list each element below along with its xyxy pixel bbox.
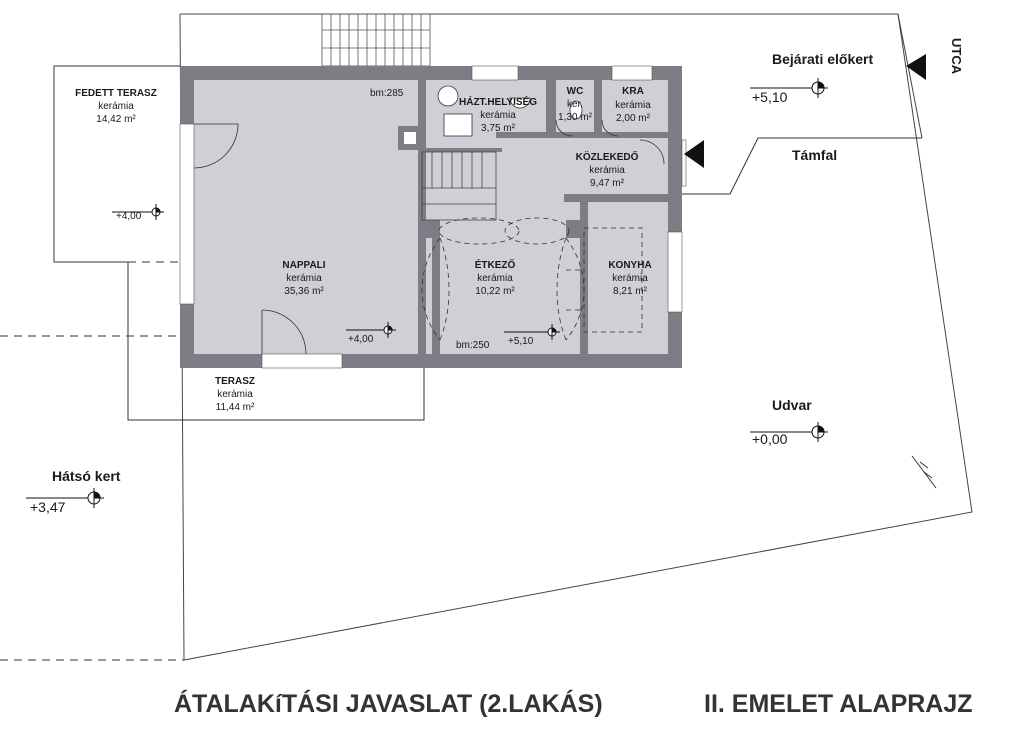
etkezo-name: ÉTKEZŐ: [475, 258, 516, 271]
street-label: UTCA: [949, 38, 964, 75]
etkezo-material: kerámia: [477, 273, 513, 284]
windows: [179, 65, 687, 369]
internal-stairs: [421, 151, 497, 221]
hatso-kert-level: +3,47: [30, 499, 66, 515]
terasz-name: TERASZ: [215, 376, 255, 387]
kozlekedo-name: KÖZLEKEDŐ: [576, 150, 639, 163]
terrace-outline: [127, 262, 425, 421]
kozlekedo-material: kerámia: [589, 165, 625, 176]
fedett-terasz-area: 14,42 m²: [96, 114, 136, 125]
nappali-level: +4,00: [348, 334, 374, 345]
fedett-terasz-material: kerámia: [98, 101, 134, 112]
nappali-material: kerámia: [286, 273, 322, 284]
nappali-ceiling-height: bm:285: [370, 88, 404, 99]
hatso-kert-label: Hátsó kert: [52, 468, 121, 484]
haztartasi-area: 3,75 m²: [481, 123, 516, 134]
title-left: ÁTALAKíTÁSI JAVASLAT (2.LAKÁS): [174, 689, 603, 718]
tamfal-label: Támfal: [792, 147, 837, 163]
kozlekedo-area: 9,47 m²: [590, 178, 625, 189]
kra-name: KRA: [622, 86, 644, 97]
covered-terrace-outline: [53, 65, 180, 263]
udvar-level: +0,00: [752, 431, 788, 447]
site-boundary: [179, 13, 973, 661]
top-stairs: [321, 13, 431, 67]
retaining-wall-line: [682, 137, 922, 195]
fedett-terasz-level: +4,00: [116, 211, 142, 222]
terasz-area: 11,44 m²: [216, 402, 255, 413]
dashed-lines: [0, 261, 184, 661]
etkezo-ceiling-height: bm:250: [456, 340, 490, 351]
wc-name: WC: [567, 86, 584, 97]
wc-area: 1,30 m²: [558, 112, 593, 123]
etkezo-level: +5,10: [508, 336, 534, 347]
haztartasi-name: HÁZT.HELYISÉG: [459, 95, 537, 108]
dashed-arcs: [421, 217, 643, 341]
door-swings: [193, 119, 665, 355]
nappali-name: NAPPALI: [282, 260, 325, 271]
street-arrow-icon: [906, 54, 926, 80]
fedett-terasz-name: FEDETT TERASZ: [75, 88, 157, 99]
konyha-area: 8,21 m²: [613, 286, 648, 297]
konyha-name: KONYHA: [608, 260, 651, 271]
nappali-area: 35,36 m²: [284, 286, 324, 297]
entry-arrow-icon: [684, 140, 704, 168]
bejarati-label: Bejárati előkert: [772, 51, 873, 67]
north-arrow-icon: [911, 455, 937, 489]
chimney: [398, 126, 422, 150]
bejarati-level: +5,10: [752, 89, 788, 105]
wc-material: ker.: [567, 99, 583, 110]
konyha-material: kerámia: [612, 273, 648, 284]
haztartasi-material: kerámia: [480, 110, 516, 121]
etkezo-area: 10,22 m²: [475, 286, 515, 297]
terasz-material: kerámia: [217, 389, 253, 400]
kra-material: kerámia: [615, 100, 651, 111]
title-right: II. EMELET ALAPRAJZ: [704, 690, 973, 718]
udvar-label: Udvar: [772, 397, 812, 413]
level-markers: [26, 78, 828, 508]
laundry-fixtures: [437, 85, 583, 137]
kra-area: 2,00 m²: [616, 113, 651, 124]
building-floor: [180, 66, 682, 368]
